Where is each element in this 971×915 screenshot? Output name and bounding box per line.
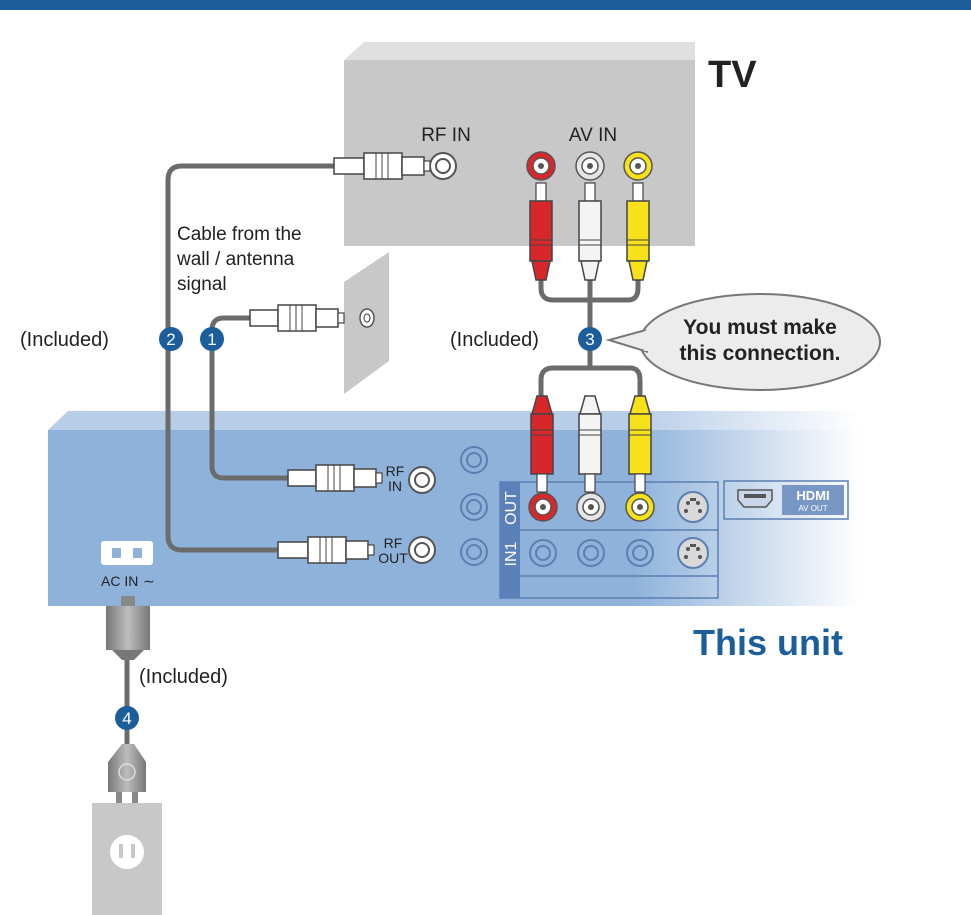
svg-text:4: 4 — [122, 709, 131, 728]
svg-text:3: 3 — [585, 330, 594, 349]
svg-text:signal: signal — [177, 274, 227, 295]
tv-rf-in-jack — [429, 152, 457, 180]
step-badge-1: 1 — [200, 327, 224, 351]
svg-text:RF: RF — [386, 463, 405, 479]
rf-plug-tv — [333, 152, 431, 180]
unit-av-in1-white-jack — [577, 539, 605, 567]
rf-plug-unit-in — [287, 464, 383, 492]
step-badge-3: 3 — [578, 327, 602, 351]
callout-bubble — [605, 293, 881, 391]
callout-line-2: this connection. — [679, 342, 840, 365]
rf-plug-unit-out — [277, 536, 375, 564]
in1-label: IN1 — [503, 541, 520, 566]
power-plug-unit — [106, 596, 150, 660]
rf-cable-2 — [165, 163, 337, 553]
unit-av-out-yellow-jack — [625, 492, 655, 522]
wall-jack — [359, 308, 375, 328]
unit-rf-out-label: RF OUT — [378, 535, 408, 566]
svg-text:1: 1 — [207, 330, 216, 349]
rf-plug-wall — [249, 304, 345, 332]
tv-av-in-yellow-jack — [623, 151, 653, 181]
unit-jack-extra-1 — [460, 446, 488, 474]
rca-plug-unit-red — [530, 395, 554, 493]
hdmi-av-out-label: AV OUT — [798, 504, 827, 513]
wall-cable-note: Cable from the wall / antenna signal — [176, 224, 302, 295]
tv-av-in-label: AV IN — [569, 125, 617, 146]
unit-top-edge — [48, 411, 860, 430]
tv-title: TV — [708, 54, 757, 96]
rca-plug-tv-red — [529, 182, 553, 281]
ac-in-socket — [101, 541, 153, 565]
unit-rf-out-jack — [408, 536, 436, 564]
rf-cable-1 — [209, 315, 293, 481]
step-badge-2: 2 — [159, 327, 183, 351]
av-terminal-block — [499, 481, 719, 599]
svg-text:2: 2 — [166, 330, 175, 349]
tv-av-in-red-jack — [526, 151, 556, 181]
header-bar — [0, 0, 971, 10]
callout-line-1: You must make — [683, 316, 837, 339]
svg-text:OUT: OUT — [378, 550, 408, 566]
unit-av-out-red-jack — [528, 492, 558, 522]
unit-svideo-in1-jack — [677, 537, 709, 569]
svg-text:RF: RF — [384, 535, 403, 551]
unit-av-in1-red-jack — [529, 539, 557, 567]
hdmi-port-block — [723, 480, 849, 520]
unit-jack-extra-2 — [460, 493, 488, 521]
ac-in-symbol: ∼ — [143, 573, 155, 589]
rca-plug-unit-white — [578, 395, 602, 493]
step-badge-4: 4 — [115, 706, 139, 730]
svg-text:Cable from the: Cable from the — [177, 224, 302, 245]
unit-av-out-white-jack — [576, 492, 606, 522]
hdmi-logo: HDMI — [796, 488, 829, 503]
step-3-label: (Included) — [450, 329, 539, 351]
rca-plug-unit-yellow — [628, 395, 652, 493]
step-4-label: (Included) — [139, 666, 228, 688]
unit-jack-extra-3 — [460, 538, 488, 566]
svg-text:IN: IN — [388, 478, 402, 494]
av-cable-3 — [538, 277, 643, 403]
wall-outlet — [92, 803, 162, 915]
tv-rf-in-label: RF IN — [421, 125, 471, 146]
unit-svideo-out-jack — [677, 491, 709, 523]
unit-rf-in-label: RF IN — [386, 463, 405, 494]
unit-title: This unit — [693, 622, 843, 663]
ac-in-label: AC IN — [101, 573, 138, 589]
rca-plug-tv-white — [578, 182, 602, 281]
svg-text:wall / antenna: wall / antenna — [176, 249, 295, 270]
tv-av-in-white-jack — [575, 151, 605, 181]
rca-plug-tv-yellow — [626, 182, 650, 281]
step-2-label: (Included) — [20, 329, 109, 351]
power-plug-wall — [108, 744, 146, 810]
unit-av-in1-yellow-jack — [626, 539, 654, 567]
out-label: OUT — [503, 491, 520, 525]
unit-rf-in-jack — [408, 466, 436, 494]
